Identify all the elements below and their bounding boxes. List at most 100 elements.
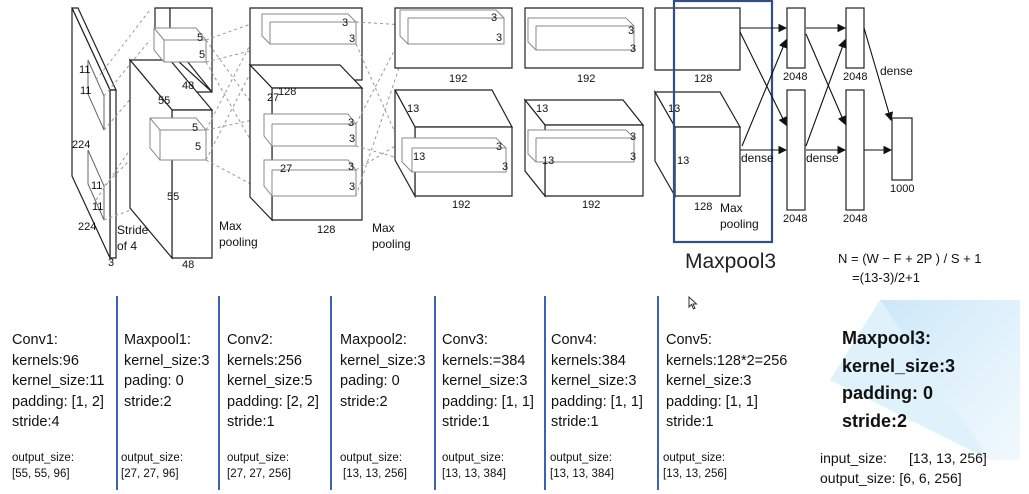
conv4-kernel-label-4: 3 [630,151,636,163]
layer-param: kernel_size:3 [340,352,426,369]
output-size-label: output_size: [550,452,613,464]
fc1-units-label-1: 2048 [783,71,807,83]
dense-label-1: dense [741,151,774,165]
maxpool3-callout-beam [830,300,1020,460]
layer-param: stride:1 [442,414,490,430]
output-size-value: [6, 6, 256] [899,470,962,486]
input-size-value: [13, 13, 256] [908,450,987,466]
column-divider [218,296,220,490]
input-kernel-label-2: 11 [80,85,91,97]
input-kernel-label-4: 11 [92,201,103,213]
output-size-label: output_size: [227,452,290,464]
conv3-kernel-box [399,9,507,173]
layer-param: kernels:=384 [442,352,526,369]
formula-line-2: =(13-3)/2+1 [852,270,920,285]
layer-param: padding: [1, 2] [12,393,104,410]
layer-param: stride:1 [666,414,714,430]
conv1-kernel-label-4: 5 [195,141,201,153]
input-size-label: input_size: [820,450,887,466]
input-kernel-label-1: 11 [79,64,90,76]
output-size-value: [13, 13, 384] [442,468,506,480]
maxpool3-io-sizes: input_size: [13, 13, 256] output_size: [6… [820,448,987,488]
output-size-formula: N = (W − F + 2P ) / S + 1 =(13-3)/2+1 [838,249,982,287]
pool2-label-1: Max [372,221,395,235]
layer-param: kernel_size:3 [551,373,637,389]
layer-param: kernel_size:5 [227,373,313,389]
stride-note-2: of 4 [117,239,137,253]
layer-param: stride:2 [340,393,388,410]
layer-params-conv5: Conv5: kernels:128*2=256 kernel_size:3 p… [666,330,787,433]
pool3-label-1: Max [720,201,743,215]
fc1-units-label-2: 2048 [783,213,807,225]
output-size-label: output_size: [121,452,184,464]
maxpool3-params-title: Maxpool3: [842,328,932,348]
layer-param: kernel_size:3 [666,373,752,389]
conv5-volume [653,7,742,199]
conv3-kernel-label-1: 3 [491,12,497,24]
column-divider [657,296,659,490]
conv1-depth-label-1: 48 [182,80,194,92]
layer-param: kernels:96 [12,352,79,369]
layer-param: kernel_size:11 [12,373,105,389]
output-size-conv4: output_size: [13, 13, 384] [550,450,614,482]
output-size-label: output_size: [442,452,505,464]
conv3-kernel-label-3: 3 [496,141,502,153]
layer-param: pading: 0 [340,373,400,389]
column-divider [544,296,546,490]
output-size-value: [13, 13, 384] [550,468,614,480]
maxpool3-output-size: output_size: [6, 6, 256] [820,468,987,488]
conv3-kernel-label-4: 3 [502,161,508,173]
layer-params-maxpool2: Maxpool2: kernel_size:3 pading: 0 stride… [340,330,425,412]
layer-param: kernel_size:3 [442,373,528,389]
conv2-side-label-1: 27 [267,92,279,104]
input-kernel-label-3: 11 [91,180,102,192]
fc3-output [891,117,913,181]
layer-params-conv1: Conv1: kernels:96 kernel_size:11 padding… [12,330,104,433]
output-size-label: output_size: [12,452,75,464]
layer-name: Maxpool1: [124,332,191,348]
layer-param: padding: [1, 1] [551,393,643,410]
output-size-conv2: output_size: [27, 27, 256] [227,450,291,482]
conv1-kernel-label-3: 5 [192,122,198,134]
conv4-side-label-1: 13 [536,103,548,115]
column-divider [434,296,436,490]
layer-name: Conv3: [442,332,488,348]
conv3-depth-label-1: 192 [449,73,467,85]
output-size-value: [13, 13, 256] [663,468,727,480]
output-size-label: output_size: [340,452,403,464]
conv1-kernel-label-2: 5 [199,49,205,61]
conv5-depth-label-2: 128 [694,201,712,213]
pool2-label-2: pooling [372,237,411,251]
output-size-label: output_size: [663,452,726,464]
maxpool3-kernel-size: kernel_size:3 [842,355,956,376]
output-size-conv5: output_size: [13, 13, 256] [663,450,727,482]
conv2-kernel-label-1: 3 [342,17,348,29]
conv4-side-label-2: 13 [542,155,554,167]
conv5-side-label-2: 13 [677,155,689,167]
maxpool3-stride: stride:2 [842,410,908,431]
conv4-depth-label-2: 192 [582,199,600,211]
layer-param: padding: [1, 1] [442,393,534,410]
conv1-side-label-1: 55 [158,95,170,107]
fc2-bottom [845,89,865,211]
output-size-maxpool2: output_size: [13, 13, 256] [340,450,407,482]
layer-param: stride:1 [227,414,275,430]
conv1-kernel-label-1: 5 [197,32,203,44]
conv4-kernel-label-3: 3 [630,131,636,143]
stride-note-1: Stride [117,223,149,237]
layer-name: Conv5: [666,332,712,348]
input-depth-label: 3 [108,257,114,269]
fc1-bottom [786,89,806,211]
pool1-label-2: pooling [219,235,258,249]
maxpool3-highlight-box [672,0,774,244]
layer-params-conv2: Conv2: kernels:256 kernel_size:5 padding… [227,330,319,433]
alexnet-architecture-diagram: 11 11 11 11 224 224 3 Stride of 4 5 5 5 … [71,0,914,271]
conv2-kernel-label-4: 3 [349,133,355,145]
fc2-units-label-2: 2048 [843,213,867,225]
layer-param: padding: [1, 1] [666,393,758,410]
layer-params-maxpool1: Maxpool1: kernel_size:3 pading: 0 stride… [124,330,209,412]
dense-label-3: dense [880,64,913,78]
output-size-value: [55, 55, 96] [12,468,70,480]
fc2-top [845,7,865,69]
layer-name: Conv1: [12,332,58,348]
